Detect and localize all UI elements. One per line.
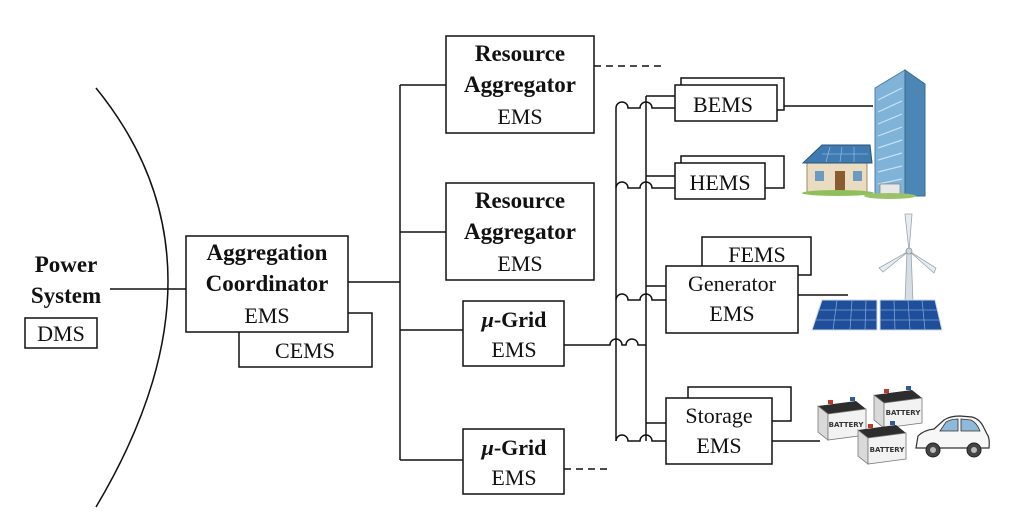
ra1-label-line3: EMS [497, 104, 542, 129]
cems-label: CEMS [275, 338, 335, 363]
power-system-node: Power System DMS [24, 252, 101, 349]
battery-3: BATTERY [857, 421, 907, 465]
dms-label: DMS [37, 321, 85, 346]
ra2-label-line3: EMS [497, 251, 542, 276]
battery-icon: BATTERY BATTERY BATTERY [817, 386, 923, 465]
storage-node: Storage EMS [665, 386, 820, 465]
generator-label-line1: Generator [688, 271, 777, 296]
office-building-icon [864, 69, 926, 199]
aggregation-label-line2: Coordinator [206, 271, 329, 296]
battery-3-label: BATTERY [870, 446, 906, 454]
bems-node: BEMS [674, 77, 873, 122]
battery-1-label: BATTERY [829, 421, 865, 429]
ra2-label-line1: Resource [475, 188, 565, 213]
ra1-label-line2: Aggregator [464, 72, 576, 97]
aggregation-coordinator-box [185, 235, 349, 333]
dms-box [24, 317, 98, 349]
battery-2-label: BATTERY [886, 409, 922, 417]
storage-label-line2: EMS [696, 433, 741, 458]
generator-node: FEMS Generator EMS [665, 236, 848, 334]
aggregation-label-line3: EMS [244, 303, 289, 328]
aggregation-label-line1: Aggregation [207, 240, 328, 265]
ra2-label-line2: Aggregator [464, 219, 576, 244]
bems-box [674, 84, 778, 122]
wind-turbine-icon [878, 213, 937, 303]
resource-aggregator-1-node: Resource Aggregator EMS [445, 35, 662, 134]
microgrid-1-node: μ-Grid EMS [462, 300, 565, 367]
aggregation-trunk [348, 84, 463, 461]
aggregation-coordinator-node: CEMS Aggregation Coordinator EMS [185, 235, 373, 368]
storage-ems-box [665, 397, 773, 465]
ra1-label-line1: Resource [475, 41, 565, 66]
microgrid-1-ems: EMS [491, 337, 536, 362]
solar-panel-icon [811, 299, 943, 331]
microgrid-1-box [462, 300, 565, 367]
microgrid-2-title: μ-Grid [481, 435, 547, 460]
car-icon [915, 415, 990, 458]
storage-label-line1: Storage [685, 403, 752, 428]
resource-aggregator-2-node: Resource Aggregator EMS [445, 182, 595, 281]
microgrid-1-title: μ-Grid [481, 307, 547, 332]
power-system-label-line1: Power [35, 252, 98, 277]
generator-label-line2: EMS [709, 301, 754, 326]
generator-ems-box [665, 265, 799, 334]
power-system-label-line2: System [31, 283, 101, 308]
fems-label: FEMS [728, 242, 785, 267]
power-system-boundary-arc [95, 87, 169, 508]
battery-2: BATTERY [873, 386, 923, 429]
microgrid-2-ems: EMS [491, 465, 536, 490]
microgrid-2-node: μ-Grid EMS [462, 428, 612, 495]
resource-aggregator-2-box [445, 182, 595, 281]
hems-label: HEMS [689, 170, 750, 195]
bems-label: BEMS [693, 92, 753, 117]
hems-box [674, 162, 766, 200]
house-icon [801, 144, 874, 196]
resource-aggregator-1-box [445, 35, 595, 134]
hems-node: HEMS [674, 155, 785, 200]
microgrid-2-box [462, 428, 565, 495]
